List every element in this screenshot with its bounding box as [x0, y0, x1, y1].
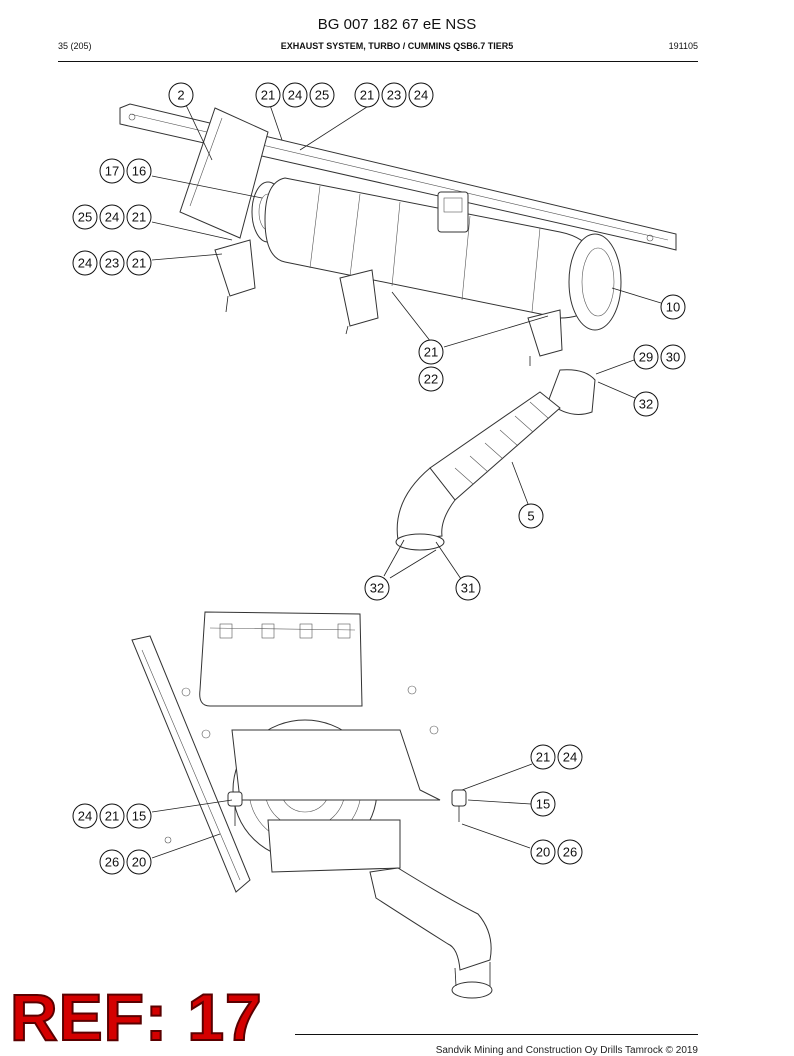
bracket-right [527, 309, 563, 357]
callout-21f: 21 [530, 744, 556, 770]
svg-text:16: 16 [132, 164, 146, 179]
callout-21c: 21 [126, 204, 152, 230]
callout-5: 5 [518, 503, 544, 529]
callout-20b: 20 [126, 849, 152, 875]
callout-26b: 26 [99, 849, 125, 875]
isolator-right [451, 789, 467, 807]
footer-rule [295, 1034, 698, 1035]
upper-assembly [119, 103, 677, 366]
callout-29: 29 [633, 344, 659, 370]
document-code: 191105 [668, 41, 698, 51]
callout-26a: 26 [557, 839, 583, 865]
svg-text:32: 32 [639, 397, 653, 412]
document-title: BG 007 182 67 eE NSS [317, 16, 477, 33]
callout-2: 2 [168, 82, 194, 108]
callout-32b: 32 [364, 575, 390, 601]
callout-24e: 24 [557, 744, 583, 770]
outlet-ring [568, 233, 622, 331]
callout-24a: 24 [282, 82, 308, 108]
lower-assembly [131, 611, 493, 999]
svg-text:31: 31 [461, 581, 475, 596]
svg-text:21: 21 [132, 210, 146, 225]
bracket-mid [339, 269, 379, 327]
svg-text:20: 20 [536, 845, 550, 860]
callout-15a: 15 [530, 791, 556, 817]
callout-21b: 21 [354, 82, 380, 108]
svg-text:29: 29 [639, 350, 653, 365]
svg-text:25: 25 [78, 210, 92, 225]
callout-32a: 32 [633, 391, 659, 417]
page-number: 35 (205) [58, 41, 92, 51]
callout-21d: 21 [126, 250, 152, 276]
isolator-left [227, 791, 243, 807]
callout-24b: 24 [408, 82, 434, 108]
callout-24f: 24 [72, 803, 98, 829]
outlet-pipe-end [451, 981, 493, 999]
svg-text:24: 24 [563, 750, 577, 765]
callout-17: 17 [99, 158, 125, 184]
callout-24d: 24 [72, 250, 98, 276]
callout-24c: 24 [99, 204, 125, 230]
svg-text:24: 24 [78, 256, 92, 271]
svg-text:15: 15 [536, 797, 550, 812]
svg-text:24: 24 [105, 210, 119, 225]
outlet-pipe [369, 867, 492, 971]
callout-30: 30 [660, 344, 686, 370]
svg-text:23: 23 [387, 88, 401, 103]
callout-25a: 25 [309, 82, 335, 108]
svg-text:21: 21 [105, 809, 119, 824]
section-title: EXHAUST SYSTEM, TURBO / CUMMINS QSB6.7 T… [280, 41, 514, 51]
header-rule [58, 61, 698, 62]
svg-text:15: 15 [132, 809, 146, 824]
callout-23a: 23 [381, 82, 407, 108]
callout-22: 22 [418, 366, 444, 392]
svg-text:24: 24 [288, 88, 302, 103]
leader-lines [151, 104, 662, 859]
callout-15b: 15 [126, 803, 152, 829]
callout-21e: 21 [418, 339, 444, 365]
svg-text:21: 21 [424, 345, 438, 360]
callout-21a: 21 [255, 82, 281, 108]
svg-text:20: 20 [132, 855, 146, 870]
muffler-body [264, 177, 601, 319]
svg-text:21: 21 [132, 256, 146, 271]
callout-25b: 25 [72, 204, 98, 230]
svg-text:5: 5 [527, 509, 534, 524]
svg-text:2: 2 [177, 88, 184, 103]
flex-pipe-assembly [395, 369, 596, 551]
svg-text:21: 21 [536, 750, 550, 765]
svg-text:22: 22 [424, 372, 438, 387]
svg-text:32: 32 [370, 581, 384, 596]
callout-10: 10 [660, 294, 686, 320]
frame-side-rail [131, 635, 251, 893]
svg-text:24: 24 [78, 809, 92, 824]
heat-shield-box [199, 611, 363, 707]
pipe-clamp [395, 533, 445, 551]
lower-tray [267, 819, 401, 873]
svg-text:25: 25 [315, 88, 329, 103]
svg-text:30: 30 [666, 350, 680, 365]
svg-text:26: 26 [563, 845, 577, 860]
callout-23b: 23 [99, 250, 125, 276]
svg-text:17: 17 [105, 164, 119, 179]
heat-shield [179, 107, 269, 239]
callout-21g: 21 [99, 803, 125, 829]
callout-20a: 20 [530, 839, 556, 865]
footer-copyright: Sandvik Mining and Construction Oy Drill… [435, 1045, 698, 1056]
flex-pipe [429, 391, 561, 501]
callout-31: 31 [455, 575, 481, 601]
svg-text:26: 26 [105, 855, 119, 870]
svg-text:23: 23 [105, 256, 119, 271]
svg-text:10: 10 [666, 300, 680, 315]
callout-16: 16 [126, 158, 152, 184]
svg-text:24: 24 [414, 88, 428, 103]
svg-text:21: 21 [360, 88, 374, 103]
ref-stamp: REF: 17 [9, 980, 263, 1054]
mount-cradle [231, 729, 441, 801]
svg-text:21: 21 [261, 88, 275, 103]
bracket-left [214, 239, 256, 297]
